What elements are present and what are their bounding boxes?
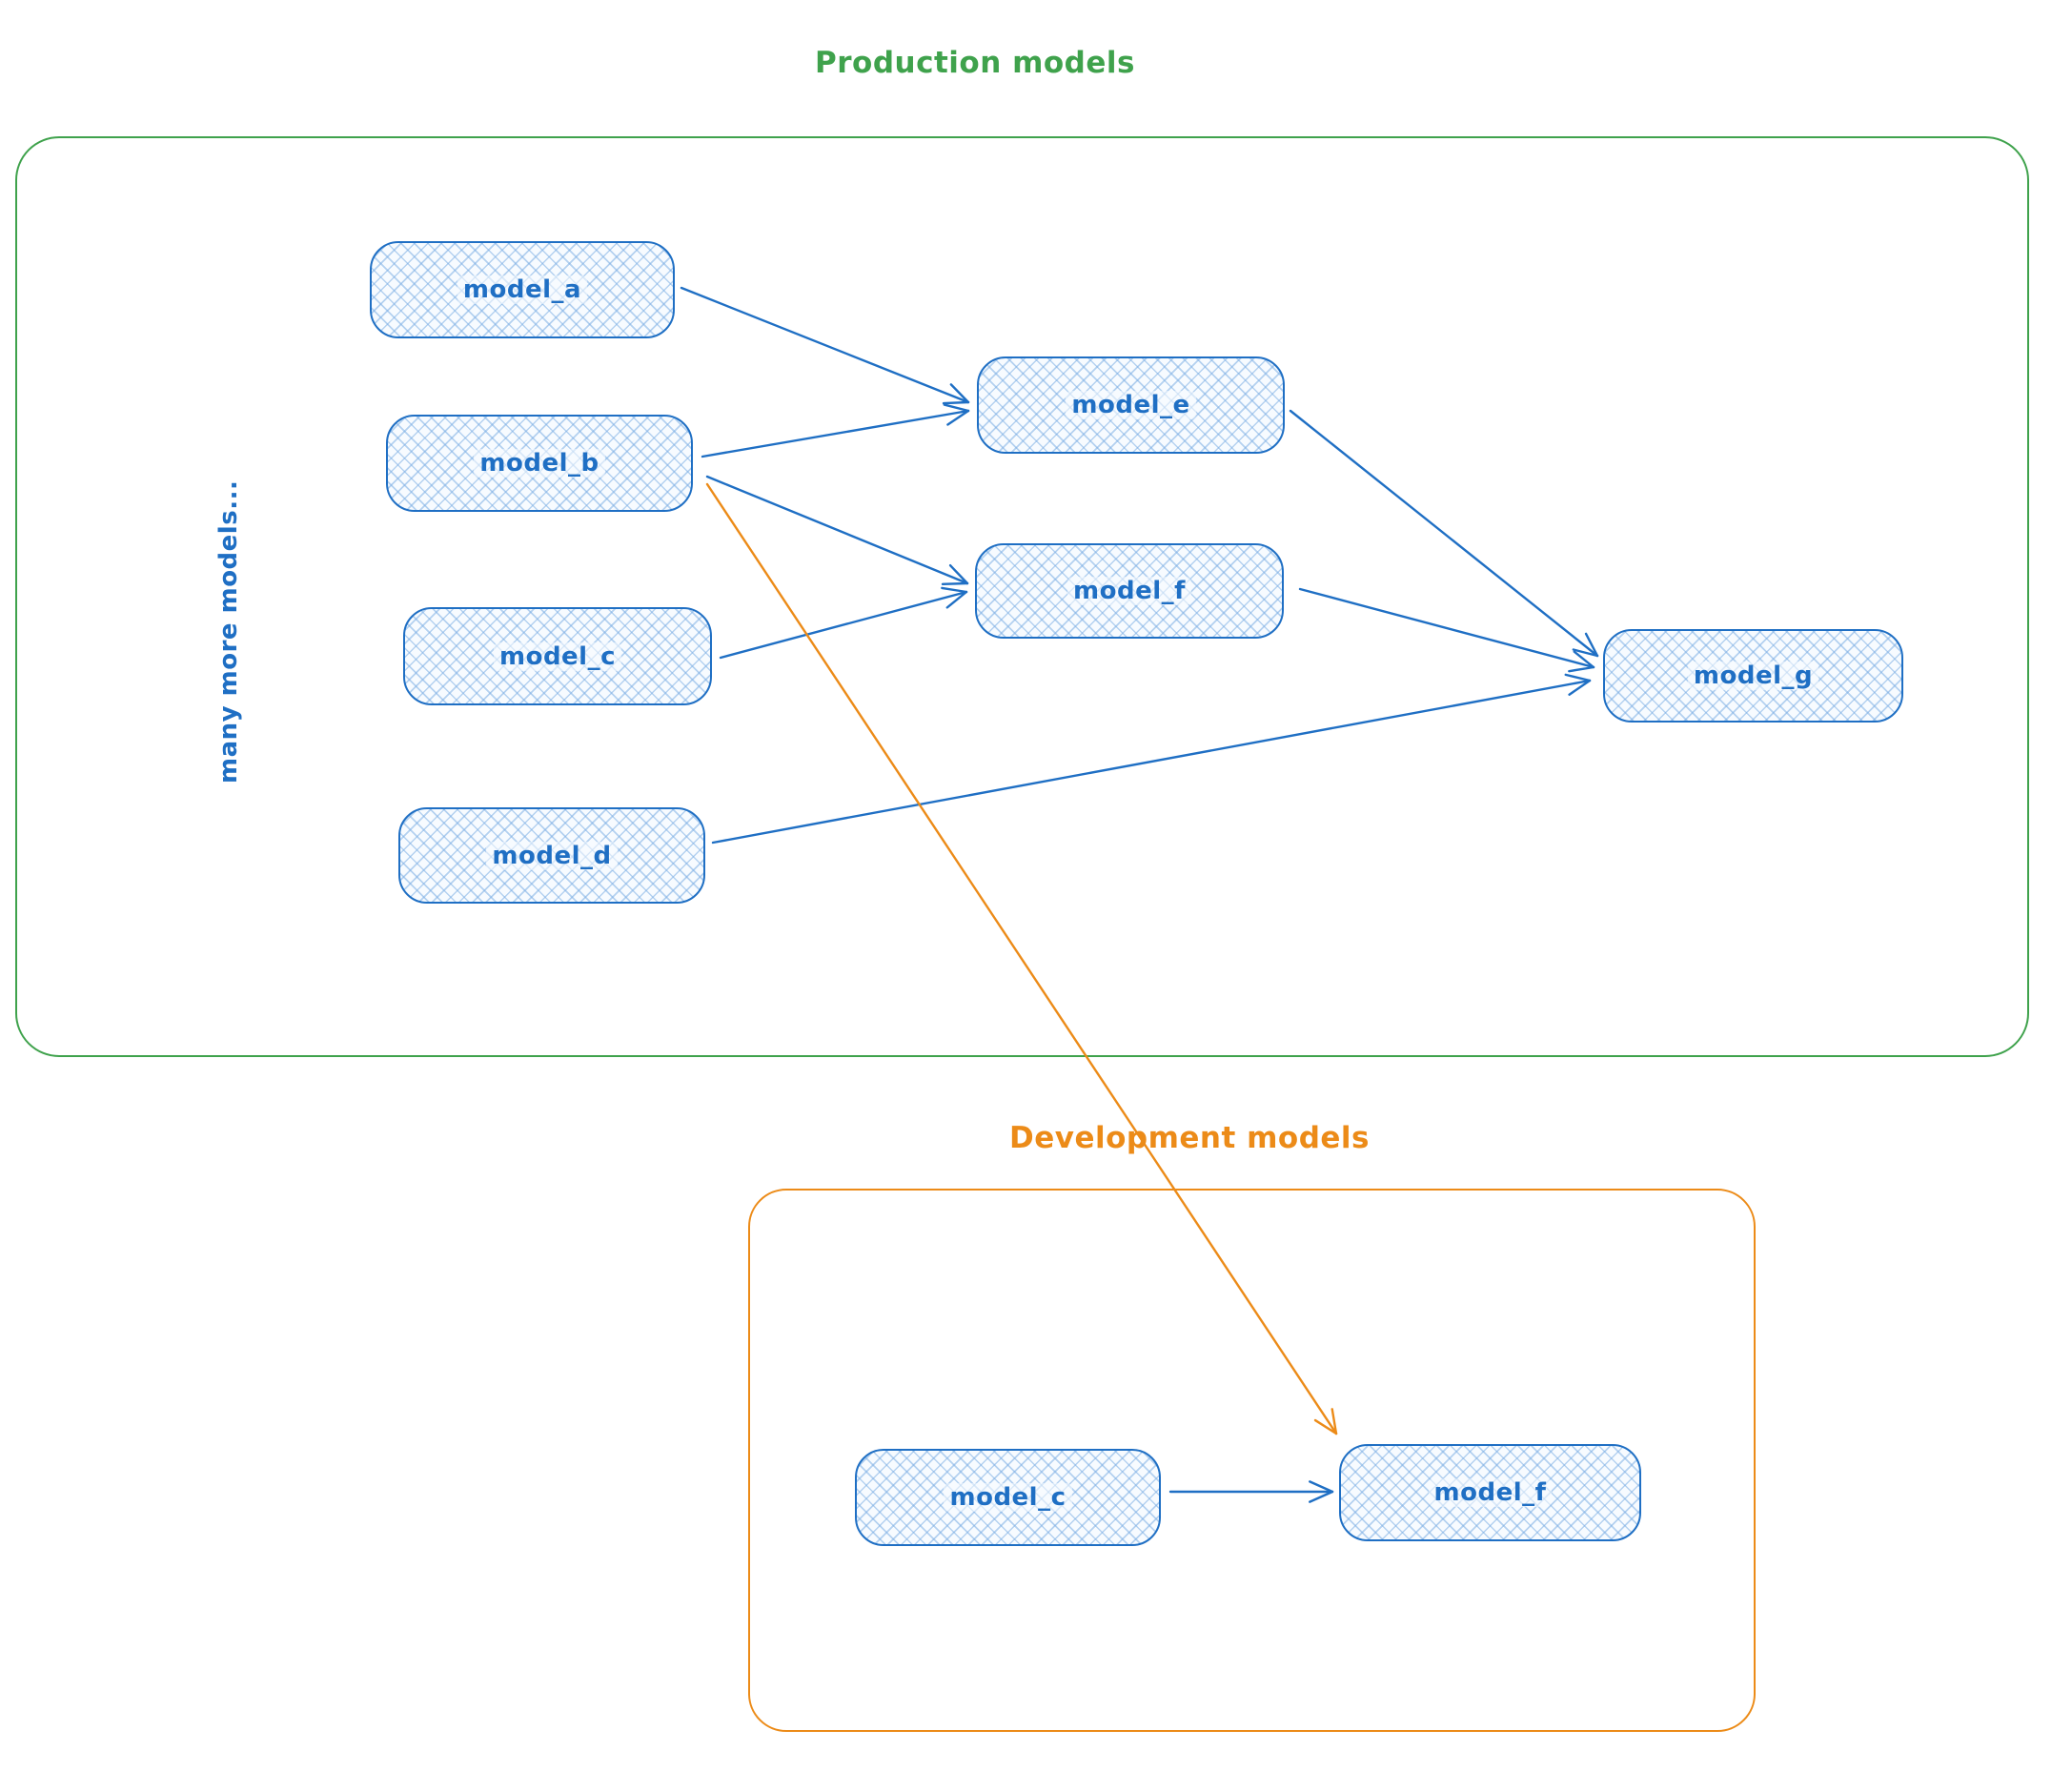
node-model-a-label: model_a [457, 275, 588, 304]
node-model-a: model_a [370, 241, 675, 338]
node-dev-model-f: model_f [1339, 1444, 1641, 1541]
node-dev-model-f-label: model_f [1428, 1478, 1553, 1507]
many-more-models-note: many more models... [214, 479, 243, 784]
node-model-c: model_c [403, 607, 712, 705]
node-model-d-label: model_d [486, 841, 618, 870]
node-model-d: model_d [398, 807, 705, 904]
node-dev-model-c-label: model_c [944, 1483, 1072, 1512]
node-model-e: model_e [977, 356, 1285, 454]
node-model-b: model_b [386, 415, 693, 512]
node-dev-model-c: model_c [855, 1449, 1161, 1546]
node-model-f: model_f [975, 543, 1284, 639]
node-model-f-label: model_f [1067, 577, 1191, 605]
development-frame-title: Development models [1008, 1121, 1371, 1155]
node-model-g-label: model_g [1687, 662, 1819, 690]
node-model-g: model_g [1603, 629, 1903, 723]
production-frame-title: Production models [815, 46, 1135, 80]
node-model-b-label: model_b [474, 449, 605, 478]
node-model-c-label: model_c [493, 641, 622, 671]
node-model-e-label: model_e [1066, 391, 1196, 419]
